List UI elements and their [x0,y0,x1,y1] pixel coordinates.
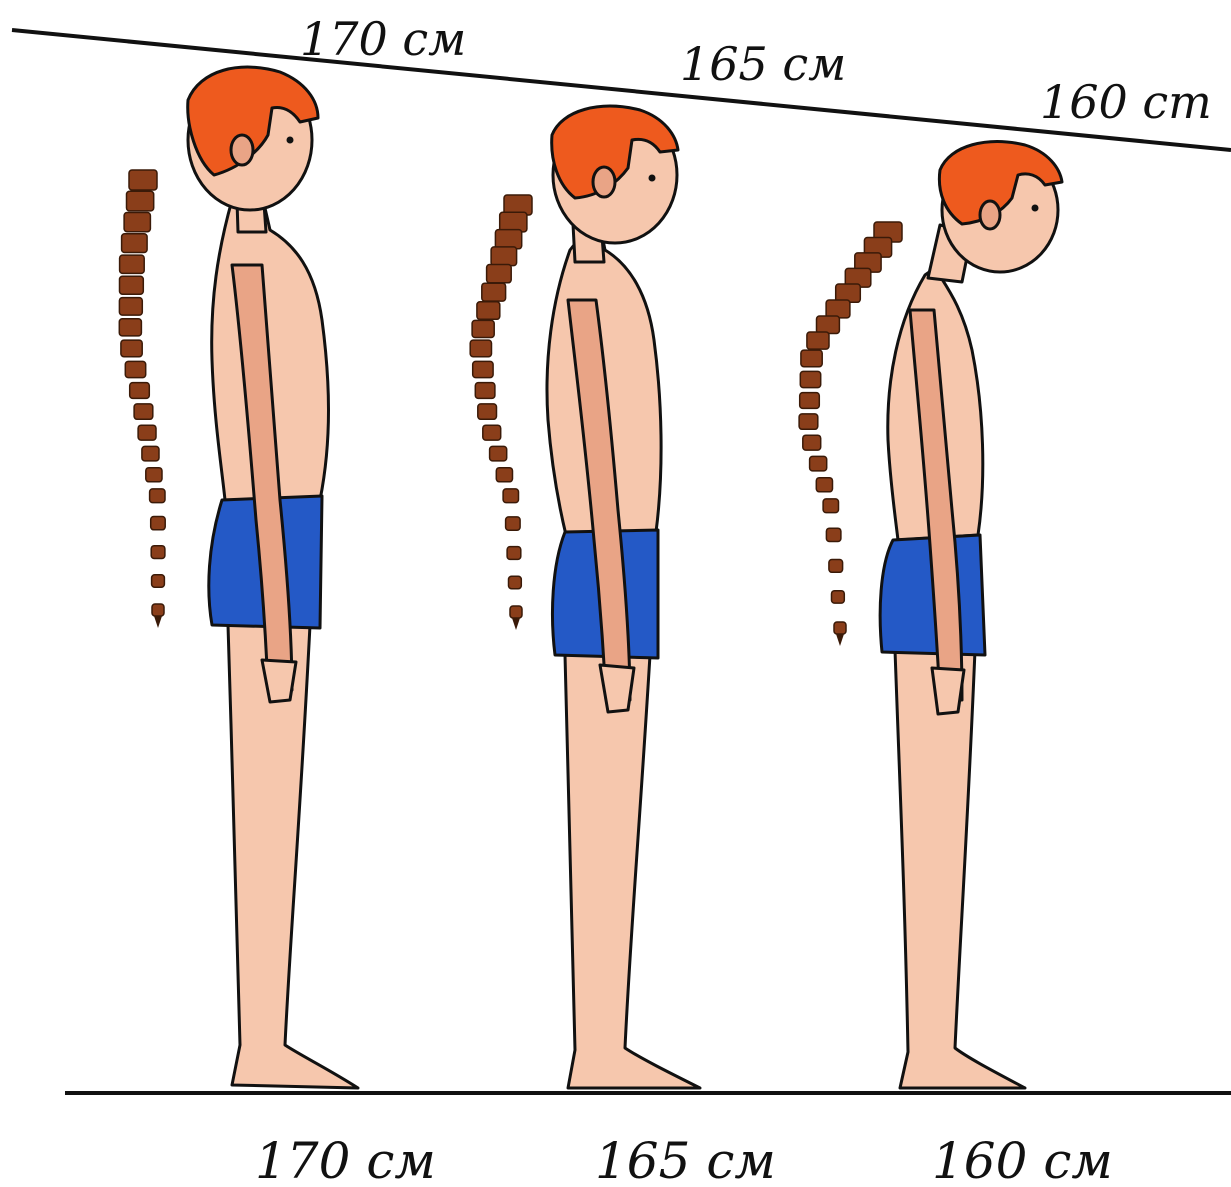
vertebra [472,320,494,337]
vertebra [473,361,493,377]
ear [231,135,253,165]
vertebra [121,340,142,357]
vertebra [146,468,162,482]
vertebra [482,283,506,301]
vertebra [496,468,512,482]
boy-figure-slight-stoop [547,106,700,1088]
vertebra [130,383,150,399]
vertebra [470,340,491,357]
vertebra [800,371,820,387]
legs [895,650,1025,1088]
vertebra [799,414,818,429]
spine-slight-curve [470,195,532,630]
vertebra [490,446,507,461]
vertebra [800,393,820,409]
vertebra [507,547,521,560]
hand [932,668,964,714]
vertebra [134,404,153,419]
top-label-170: 170 см [300,12,466,66]
boy-figure-stooped [880,142,1062,1088]
vertebra [483,425,501,440]
vertebra [478,404,497,419]
vertebra [509,576,522,588]
vertebra [503,489,518,503]
vertebra [495,230,521,249]
vertebra [487,265,512,283]
vertebra [817,316,840,334]
coccyx-tip [154,616,162,628]
vertebra [124,213,150,232]
vertebra [832,591,845,603]
vertebra [122,234,148,253]
boy-figure-upright [188,67,358,1088]
bottom-label-160: 160 см [932,1132,1113,1187]
ear [593,167,615,197]
vertebra [826,528,841,541]
spine-upright [119,170,165,628]
coccyx-tip [836,634,844,646]
vertebra [138,425,156,440]
coccyx-tip [512,618,520,630]
vertebra [834,622,846,634]
vertebra [477,302,500,320]
ear [980,201,1000,229]
bottom-label-170: 170 см [255,1132,436,1187]
vertebra [151,546,165,559]
vertebra [801,350,822,367]
eye [649,175,656,182]
vertebra [127,191,154,211]
top-label-165: 165 см [680,37,846,91]
vertebra [125,361,145,377]
vertebra [142,446,159,461]
vertebra [120,276,144,294]
vertebra [120,255,145,273]
vertebra [475,383,495,399]
vertebra [807,332,829,349]
vertebra [151,517,166,530]
vertebra [826,300,850,318]
vertebra [491,247,516,266]
eye [1032,205,1039,212]
vertebra [129,170,157,190]
vertebra [152,575,165,587]
eye [287,137,294,144]
vertebra [119,319,141,336]
vertebra [803,435,821,450]
vertebra [150,489,165,503]
vertebra [816,478,832,492]
top-label-160: 160 cm [1040,75,1212,129]
legs [228,625,358,1088]
vertebra [152,604,164,616]
legs [565,655,700,1088]
bottom-label-165: 165 см [595,1132,776,1187]
vertebra [510,606,522,618]
vertebra [829,560,843,573]
vertebra [119,298,142,316]
vertebra [810,456,827,471]
vertebra [823,499,838,513]
vertebra [506,517,520,530]
